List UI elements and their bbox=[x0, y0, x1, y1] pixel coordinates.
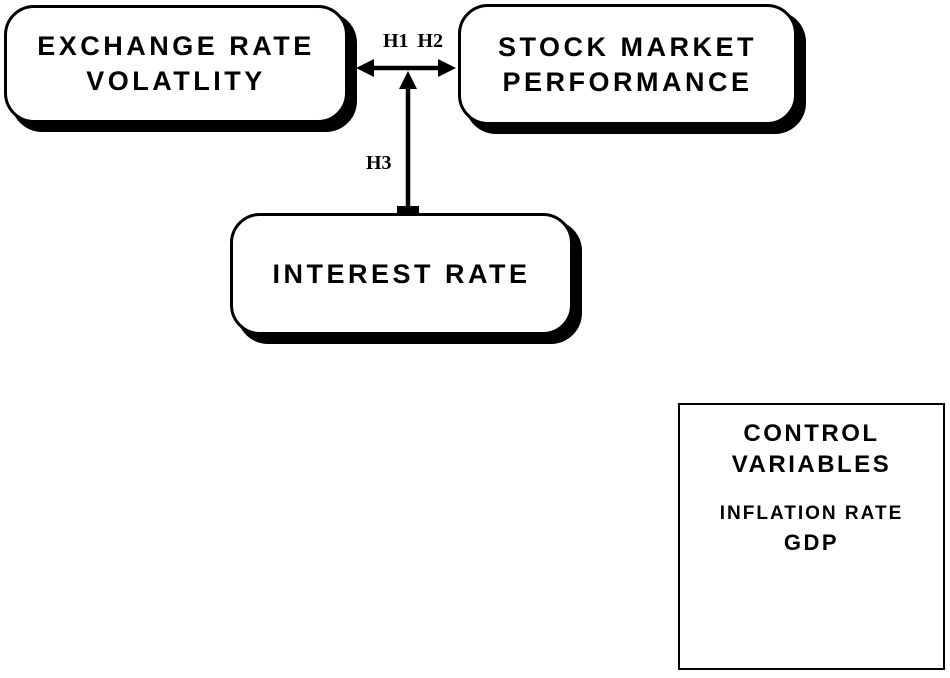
h3-label: H3 bbox=[366, 152, 392, 174]
arrowhead-up-icon bbox=[399, 71, 417, 89]
control-variable-gdp: GDP bbox=[783, 530, 840, 555]
control-variables-title-line2: VARIABLES bbox=[731, 451, 892, 478]
exchange-rate-volatility-box: EXCHANGE RATE VOLATLITY bbox=[4, 5, 348, 123]
arrowhead-right-icon bbox=[438, 59, 456, 77]
h2-label: H2 bbox=[417, 30, 443, 52]
control-variable-inflation-rate: INFLATION RATE bbox=[719, 503, 904, 524]
arrowhead-left-icon bbox=[356, 59, 374, 77]
stock-market-performance-box: STOCK MARKET PERFORMANCE bbox=[458, 4, 797, 125]
h1-h2-double-arrow bbox=[356, 59, 456, 77]
interest-rate-box: INTEREST RATE bbox=[230, 213, 573, 335]
stock-market-performance-label-line1: STOCK MARKET bbox=[497, 31, 757, 62]
stock-market-performance-label-line2: PERFORMANCE bbox=[502, 66, 753, 97]
h3-arrow bbox=[397, 71, 419, 214]
control-variables-title-line1: CONTROL bbox=[743, 420, 880, 447]
exchange-rate-volatility-label-line1: EXCHANGE RATE bbox=[37, 31, 315, 61]
h1-h2-labels: H1 H2 bbox=[383, 30, 443, 53]
h1-label: H1 bbox=[383, 30, 409, 52]
exchange-rate-volatility-label-line2: VOLATLITY bbox=[86, 66, 266, 96]
interest-rate-label: INTEREST RATE bbox=[272, 258, 531, 289]
control-variables-box: CONTROL VARIABLES INFLATION RATE GDP bbox=[678, 403, 945, 670]
